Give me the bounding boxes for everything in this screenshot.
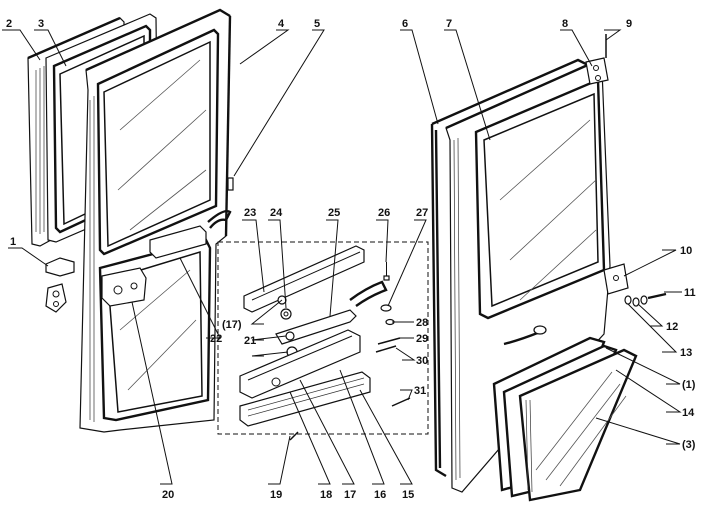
screw-29 — [377, 337, 401, 345]
callout-7: 7 — [446, 18, 452, 30]
callout-26: 26 — [378, 207, 390, 219]
right-door-assembly — [430, 34, 667, 502]
right-upper-hinge — [585, 34, 609, 85]
callout-20: 20 — [162, 489, 174, 501]
callout-1: 1 — [10, 236, 16, 248]
callout-25: 25 — [328, 207, 340, 219]
callout-30: 30 — [416, 355, 428, 367]
callout-5: 5 — [314, 18, 320, 30]
left-hinge-part — [45, 257, 75, 313]
callout-6: 6 — [402, 18, 408, 30]
callout-10: 10 — [680, 245, 692, 257]
callout-22: 22 — [210, 333, 222, 345]
callout-23: 23 — [244, 207, 256, 219]
left-latch — [101, 267, 147, 307]
callout-15: 15 — [402, 489, 414, 501]
right-lower-hinge — [603, 263, 629, 295]
screw-30 — [375, 345, 397, 353]
left-door-assembly — [27, 8, 234, 433]
callout-3-paren: (3) — [682, 439, 696, 451]
lock-body-16 — [239, 329, 361, 399]
callout-31: 31 — [414, 385, 426, 397]
pin-part-5 — [227, 177, 234, 191]
callout-14: 14 — [682, 407, 695, 419]
bolt-set — [624, 292, 667, 307]
callout-1-paren: (1) — [682, 379, 696, 391]
callout-17: 17 — [344, 489, 356, 501]
callout-11: 11 — [684, 287, 696, 299]
callout-4: 4 — [278, 18, 285, 30]
callout-19: 19 — [270, 489, 282, 501]
bracket-rail-23 — [243, 245, 365, 313]
callout-21: 21 — [244, 335, 256, 347]
screw-31 — [391, 397, 411, 407]
callout-12: 12 — [666, 321, 678, 333]
screw-19 — [289, 431, 299, 441]
screw-26 — [383, 262, 390, 281]
callout-18: 18 — [320, 489, 332, 501]
callout-16: 16 — [374, 489, 386, 501]
callout-9: 9 — [626, 18, 632, 30]
leader-lines — [2, 29, 682, 485]
callout-28: 28 — [416, 317, 428, 329]
left-door-frame — [79, 8, 232, 433]
lever-25 — [275, 280, 388, 345]
left-door-handle — [149, 209, 232, 259]
callout-8: 8 — [562, 18, 568, 30]
callout-2: 2 — [6, 18, 12, 30]
washer-24 — [280, 308, 292, 320]
callout-27: 27 — [416, 207, 428, 219]
right-lower-glass-panels — [492, 336, 638, 502]
callout-3: 3 — [38, 18, 44, 30]
part-22 — [285, 331, 295, 341]
callout-29: 29 — [416, 333, 428, 345]
callout-labels: 2 3 4 5 6 7 8 9 10 11 12 13 (1) 14 (3) 1… — [6, 18, 696, 501]
callout-13: 13 — [680, 347, 692, 359]
callout-24: 24 — [270, 207, 283, 219]
right-door-frame — [445, 62, 611, 493]
callout-17-paren: (17) — [222, 319, 242, 331]
washer-27 — [380, 304, 392, 312]
